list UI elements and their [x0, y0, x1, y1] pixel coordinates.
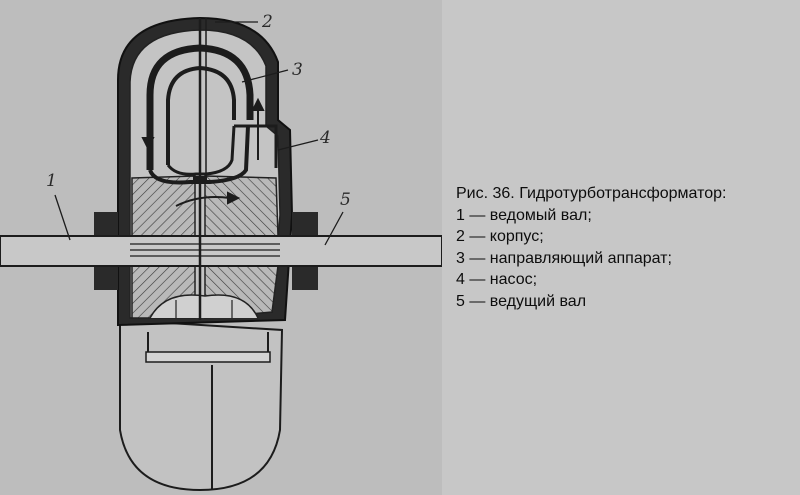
figure-legend: Рис. 36. Гидротурботрансформатор: 1 — ве…: [456, 183, 726, 312]
figure-caption: Рис. 36. Гидротурботрансформатор:: [456, 185, 727, 202]
right-flange-bottom: [292, 266, 318, 290]
callout-4: 4: [320, 128, 331, 148]
impeller-wheel: [149, 294, 259, 319]
callout-2: 2: [262, 12, 273, 32]
driven-shaft: [0, 235, 201, 267]
legend-item-4: 4 — насос;: [456, 271, 538, 288]
pump-block: [204, 175, 279, 237]
flow-arrows: [141, 97, 265, 207]
legend-item-1: 1 — ведомый вал;: [456, 206, 592, 224]
left-flange-bottom: [94, 266, 118, 290]
left-flange-top: [94, 212, 118, 236]
callout-5: 5: [340, 190, 351, 210]
callout-3: 3: [292, 60, 303, 80]
pump-passage: [234, 124, 278, 168]
guide-apparatus-bottom: [148, 125, 250, 185]
diagram-paper: 1 2 3 4 5: [0, 12, 442, 492]
legend-item-5: 5 — ведущий вал: [456, 292, 587, 310]
leader-1: [54, 194, 71, 241]
leader-5: [324, 211, 344, 246]
driving-shaft: [199, 235, 442, 267]
torque-converter-diagram: [0, 16, 442, 492]
leader-3: [241, 69, 289, 83]
callout-1: 1: [46, 171, 57, 191]
right-flange-top: [292, 212, 318, 236]
legend-item-2: 2 — корпус;: [456, 228, 544, 245]
turbine-block: [131, 175, 196, 237]
leader-4: [277, 139, 319, 151]
legend-item-3: 3 — направляющий аппарат;: [456, 249, 672, 267]
lower-casing: [119, 318, 284, 492]
